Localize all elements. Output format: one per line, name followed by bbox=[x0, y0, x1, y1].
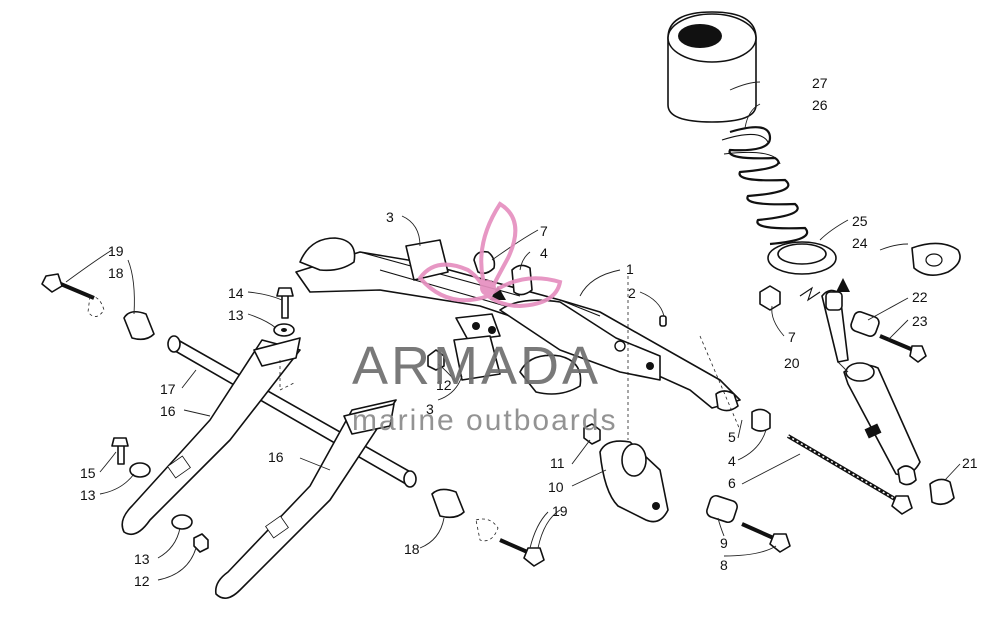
callout-16-right: 16 bbox=[268, 449, 284, 465]
part-bolt-washer-upper bbox=[273, 287, 295, 337]
callout-13-upper: 13 bbox=[228, 307, 244, 323]
part-shock-absorber bbox=[821, 289, 921, 486]
callout-25: 25 bbox=[852, 213, 868, 229]
callout-26: 26 bbox=[812, 97, 828, 113]
part-nut-bracket bbox=[583, 423, 601, 445]
part-retainer-clip bbox=[911, 242, 961, 276]
callout-3-lower: 3 bbox=[426, 401, 434, 417]
shock-absorber-assembly bbox=[667, 11, 961, 506]
callout-2: 2 bbox=[628, 285, 636, 301]
swing-arm-assembly bbox=[295, 237, 913, 553]
part-spacer bbox=[850, 311, 880, 337]
callout-18-left: 18 bbox=[108, 265, 124, 281]
callout-16-left: 16 bbox=[160, 403, 176, 419]
lower-frame-assembly bbox=[41, 273, 545, 599]
callout-1: 1 bbox=[626, 261, 634, 277]
part-bump-boot bbox=[667, 11, 757, 123]
callout-15: 15 bbox=[80, 465, 96, 481]
callout-24: 24 bbox=[852, 235, 868, 251]
part-bolt-right bbox=[475, 518, 545, 567]
part-long-bolt bbox=[786, 434, 913, 515]
callout-11: 11 bbox=[550, 455, 565, 471]
part-grease-fitting bbox=[659, 315, 667, 327]
watermark-tagline: marine outboards bbox=[352, 404, 617, 437]
part-bolt-upper bbox=[879, 334, 927, 363]
part-rail-arm-right bbox=[214, 399, 397, 599]
callout-27: 27 bbox=[812, 75, 828, 91]
part-rail-arm-left bbox=[121, 337, 301, 536]
callout-7-right: 7 bbox=[788, 329, 796, 345]
part-bracket bbox=[599, 440, 669, 523]
callout-13-lower: 13 bbox=[134, 551, 150, 567]
callout-5: 5 bbox=[728, 429, 736, 445]
callout-17: 17 bbox=[160, 381, 176, 397]
callout-3-upper: 3 bbox=[386, 209, 394, 225]
callout-22: 22 bbox=[912, 289, 928, 305]
watermark: ARMADA marine outboards bbox=[352, 201, 617, 437]
callout-labels: 1 2 3 3 4 4 5 6 7 7 8 9 10 11 12 12 13 1… bbox=[80, 75, 978, 589]
part-bolt-washer-lower bbox=[111, 437, 209, 553]
part-spacer-lower bbox=[706, 494, 738, 524]
direction-arrow-icon bbox=[836, 278, 850, 292]
callout-8: 8 bbox=[720, 557, 728, 573]
callout-6: 6 bbox=[728, 475, 736, 491]
callout-13-mid: 13 bbox=[80, 487, 96, 503]
part-end-cap bbox=[929, 478, 955, 506]
callout-7-upper: 7 bbox=[540, 223, 548, 239]
callout-12-center: 12 bbox=[436, 377, 452, 393]
part-spring bbox=[721, 126, 809, 246]
callout-19-left: 19 bbox=[108, 243, 124, 259]
callout-21: 21 bbox=[962, 455, 978, 471]
callout-23: 23 bbox=[912, 313, 928, 329]
part-bushing-right bbox=[431, 488, 465, 519]
callout-18-right: 18 bbox=[404, 541, 420, 557]
callout-20: 20 bbox=[784, 355, 800, 371]
callout-4-lower: 4 bbox=[728, 453, 736, 469]
callout-12-lower: 12 bbox=[134, 573, 150, 589]
part-bushing-left bbox=[123, 310, 155, 341]
direction-arrow-icon bbox=[490, 286, 506, 300]
callout-4-upper: 4 bbox=[540, 245, 548, 261]
part-spring-seat bbox=[767, 241, 837, 275]
callout-9: 9 bbox=[720, 535, 728, 551]
propeller-logo-icon bbox=[417, 201, 563, 309]
part-bushing-upper-right bbox=[759, 285, 781, 311]
callout-14: 14 bbox=[228, 285, 244, 301]
callout-19-right: 19 bbox=[552, 503, 568, 519]
callout-10: 10 bbox=[548, 479, 564, 495]
leader-lines bbox=[65, 81, 961, 581]
part-bolt-lower bbox=[741, 522, 791, 553]
watermark-brand: ARMADA bbox=[352, 336, 601, 396]
part-bolt-left bbox=[41, 273, 105, 317]
